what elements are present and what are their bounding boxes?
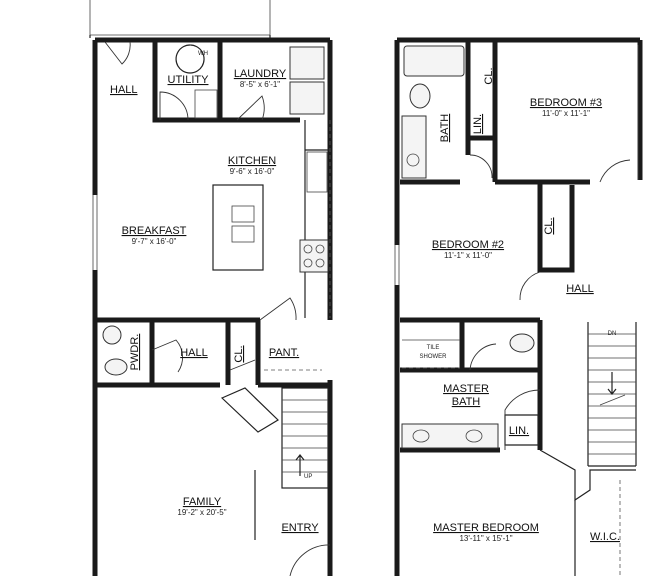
powder-toilet — [104, 358, 128, 376]
second-floor-plan: DN BATH CL. LIN. BEDROOM #3 11'-0" x 11'… — [394, 37, 643, 576]
front-door — [289, 544, 331, 576]
room-label-kitchen: KITCHEN — [228, 155, 276, 167]
kitchen-counter — [304, 120, 330, 318]
left-window — [92, 195, 98, 270]
room-label-hall-1: HALL — [110, 84, 138, 96]
water-heater-label: WH — [198, 51, 208, 57]
bedroom3-door — [599, 159, 631, 183]
wic-walls — [539, 449, 636, 502]
room-label-entry: ENTRY — [281, 522, 319, 534]
second-floor-left-window — [394, 245, 400, 285]
room-label-master-bath-line2: BATH — [452, 396, 481, 408]
entry-closet — [220, 387, 279, 433]
kitchen-island — [212, 184, 264, 271]
kitchen-sink — [306, 151, 328, 193]
burner — [315, 258, 325, 268]
room-label-cl-1: CL. — [233, 345, 245, 362]
room-label-hall-2: HALL — [180, 347, 208, 359]
room-label-laundry: LAUNDRY — [234, 68, 287, 80]
room-label-cl-2: CL. — [483, 67, 495, 84]
room-label-bedroom-3: BEDROOM #3 — [530, 97, 602, 109]
room-label-hall-3: HALL — [566, 283, 594, 295]
burner — [303, 244, 313, 254]
label-shower: SHOWER — [420, 354, 448, 360]
room-label-breakfast: BREAKFAST — [122, 225, 187, 237]
room-label-pant: PANT. — [269, 347, 299, 359]
bedroom2-closet-walls — [537, 182, 575, 273]
room-dims-master-bedroom: 13'-11" x 15'-1" — [459, 534, 512, 543]
stair-dn-label: DN — [608, 331, 617, 337]
room-dims-breakfast: 9'-7" x 16'-0" — [132, 237, 177, 246]
room-label-bedroom-2: BEDROOM #2 — [432, 239, 504, 251]
pantry-door — [259, 297, 297, 321]
room-label-pwdr: PWDR. — [129, 334, 141, 371]
water-heater — [175, 44, 205, 74]
bathtub — [403, 45, 465, 77]
master-bath-door — [504, 389, 541, 450]
room-label-master-bedroom: MASTER BEDROOM — [433, 522, 539, 534]
bedroom2-door — [519, 271, 541, 301]
utility-door — [159, 91, 189, 121]
bath-door — [469, 154, 493, 179]
stair-up — [281, 387, 329, 489]
room-dims-bedroom-3: 11'-0" x 11'-1" — [542, 109, 590, 118]
porch-outline — [89, 0, 271, 36]
room-label-bath: BATH — [439, 114, 451, 143]
burner — [303, 258, 313, 268]
laundry-door — [236, 95, 265, 121]
master-sink-1 — [412, 429, 430, 443]
first-floor-plan: UP WH HALL UTILITY LAUNDRY 8'-5" x 6'-1"… — [89, 0, 333, 576]
room-dims-family: 19'-2" x 20'-5" — [177, 508, 226, 517]
label-tile: TILE — [427, 345, 440, 351]
washer — [289, 46, 325, 80]
room-label-lin-2: LIN. — [509, 425, 529, 437]
room-label-utility: UTILITY — [168, 74, 210, 86]
bath-toilet — [409, 83, 431, 109]
room-dims-kitchen: 9'-6" x 16'-0" — [230, 167, 275, 176]
hall-door — [104, 41, 131, 65]
utility-fixture — [194, 89, 218, 119]
room-label-family: FAMILY — [183, 496, 222, 508]
room-label-master-bath-line1: MASTER — [443, 383, 489, 395]
powder-door — [151, 339, 184, 373]
utility-wall — [152, 42, 300, 123]
master-sink-2 — [465, 429, 483, 443]
burner — [315, 244, 325, 254]
shower-door — [469, 343, 497, 371]
master-toilet — [509, 333, 535, 353]
bath-sink — [406, 153, 420, 167]
island-sink — [231, 225, 255, 243]
room-label-wic: W.I.C. — [590, 531, 620, 543]
stair-down — [587, 322, 637, 467]
room-dims-laundry: 8'-5" x 6'-1" — [240, 80, 280, 89]
bath-vanity — [401, 115, 427, 179]
room-label-lin-1: LIN. — [472, 114, 484, 134]
stair-up-label: UP — [304, 474, 312, 480]
room-dims-bedroom-2: 11'-1" x 11'-0" — [444, 251, 492, 260]
dryer — [289, 81, 325, 115]
closet-door — [229, 359, 256, 371]
powder-sink — [102, 325, 122, 345]
island-sink — [231, 205, 255, 223]
room-label-cl-3: CL. — [543, 217, 555, 234]
master-vanity — [401, 423, 499, 449]
range — [299, 239, 329, 273]
master-bath-bottom-walls — [400, 380, 543, 453]
